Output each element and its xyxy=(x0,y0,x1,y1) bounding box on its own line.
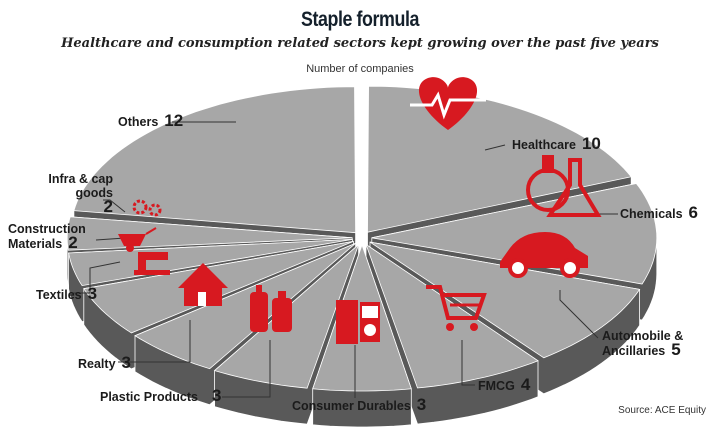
slice-automobile-ancillaries xyxy=(369,241,641,359)
source-note: Source: ACE Equity xyxy=(618,405,706,416)
slice-healthcare xyxy=(367,85,632,233)
unit-label: Number of companies xyxy=(306,63,414,75)
chart-title: Staple formula xyxy=(300,8,420,31)
car-icon xyxy=(500,232,588,278)
heart-icon xyxy=(410,77,486,130)
shopping-cart-icon xyxy=(426,285,487,331)
leader-line xyxy=(484,144,506,151)
leader-line xyxy=(559,290,599,339)
leader-line xyxy=(70,261,121,294)
gears-icon xyxy=(132,199,162,217)
leader-line xyxy=(222,340,271,398)
chart-subtitle: Healthcare and consumption related secto… xyxy=(61,36,659,51)
fridge-tv-icon xyxy=(336,300,380,344)
bottles-icon xyxy=(250,285,292,332)
wheelbarrow-icon xyxy=(118,227,157,252)
leader-line xyxy=(103,199,126,213)
slice-others xyxy=(73,86,357,234)
house-icon xyxy=(178,263,228,306)
sewing-machine-icon xyxy=(134,252,170,275)
leader-line xyxy=(118,320,191,363)
leader-line xyxy=(461,340,475,386)
flask-icon xyxy=(526,155,602,217)
